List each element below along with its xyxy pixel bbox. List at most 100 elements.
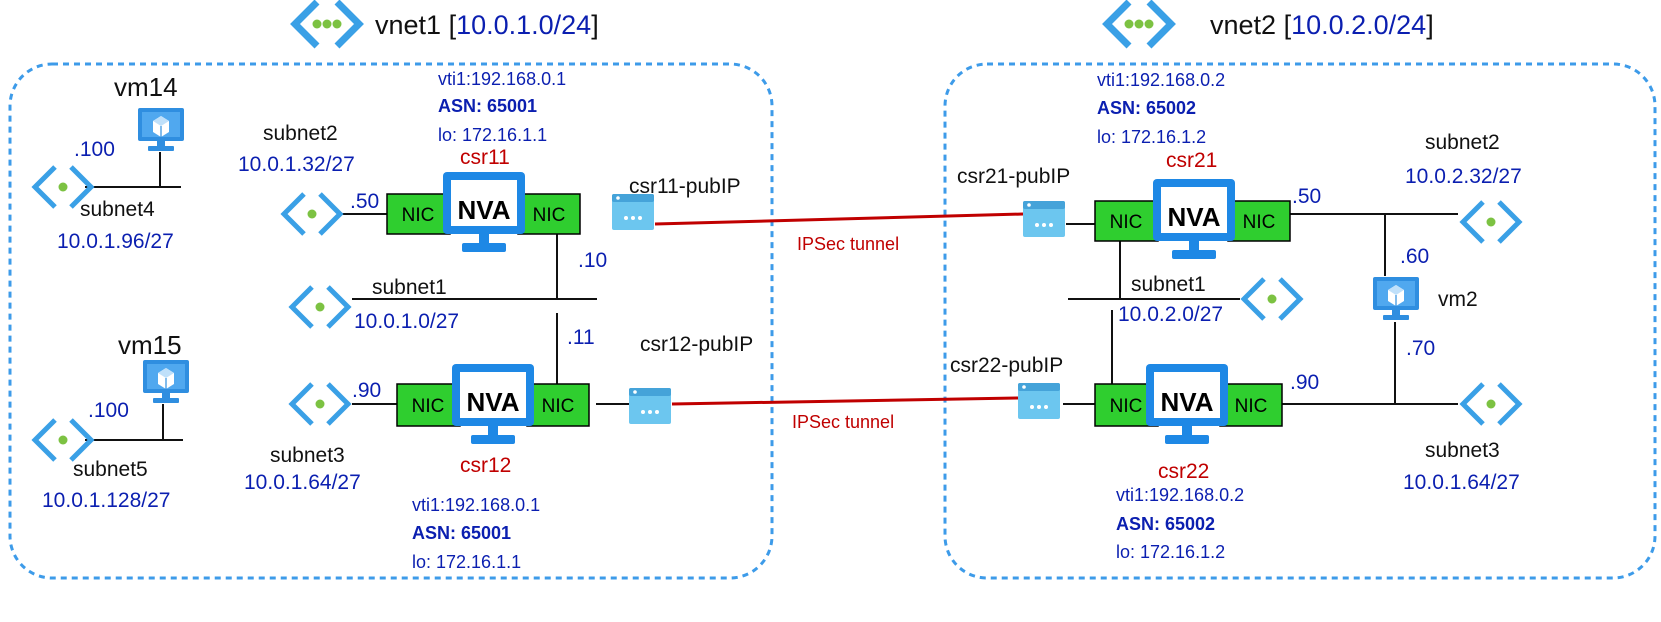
csr12-int-ip: .11: [567, 326, 595, 349]
csr11-name: csr11: [460, 146, 510, 169]
vnet1-prefix: 10.0.1.0/24: [456, 10, 591, 40]
csr12-loopback: lo: 172.16.1.1: [412, 552, 521, 572]
public-ip-icon: [629, 388, 671, 424]
csr12-pubip-label: csr12-pubIP: [640, 333, 753, 356]
v2-subnet2-prefix: 10.0.2.32/27: [1405, 165, 1522, 188]
csr21-asn: ASN: 65002: [1097, 98, 1196, 118]
public-ip-icon: [1018, 383, 1060, 419]
nic-label: NIC: [1110, 396, 1143, 417]
vm-icon: [137, 107, 185, 152]
vm-icon: [142, 359, 190, 404]
v1-subnet2-prefix: 10.0.1.32/27: [238, 153, 355, 176]
subnet-icon: [1463, 202, 1519, 242]
v2-subnet2-name: subnet2: [1425, 131, 1500, 154]
subnet5-name: subnet5: [73, 458, 148, 481]
csr22-loopback: lo: 172.16.1.2: [1116, 542, 1225, 562]
csr11-asn: ASN: 65001: [438, 96, 537, 116]
subnet-icon: [292, 287, 348, 327]
vm2-ip-2: .70: [1406, 337, 1435, 360]
nva-label: NVA: [1168, 202, 1221, 232]
svg-text:vnet1 [10.0.1.0/24]: vnet1 [10.0.1.0/24]: [375, 10, 599, 40]
csr21-vti: vti1:192.168.0.2: [1097, 70, 1225, 90]
subnet-icon: [1244, 279, 1300, 319]
nic-label: NIC: [412, 396, 445, 417]
csr11-vti: vti1:192.168.0.1: [438, 69, 566, 89]
subnet-icon: [35, 420, 91, 460]
vm14-name: vm14: [114, 72, 178, 102]
subnet4-prefix: 10.0.1.96/27: [57, 230, 174, 253]
nva-label: NVA: [458, 195, 511, 225]
ipsec-tunnel-2: [671, 396, 1019, 406]
vnet2-bracket-open: [: [1276, 10, 1292, 40]
csr22-asn: ASN: 65002: [1116, 514, 1215, 534]
nic-label: NIC: [402, 205, 435, 226]
csr22-ext-ip: .90: [1290, 371, 1319, 394]
csr22-appliance: NIC NIC NVA: [1094, 364, 1283, 444]
subnet-icon: [1463, 384, 1519, 424]
ipsec-tunnel-2-label: IPSec tunnel: [792, 412, 894, 432]
vnet1-boundary: [8, 62, 774, 580]
csr11-loopback: lo: 172.16.1.1: [438, 125, 547, 145]
csr21-pubip-label: csr21-pubIP: [957, 165, 1070, 188]
vm2-name: vm2: [1438, 288, 1478, 311]
csr12-vti: vti1:192.168.0.1: [412, 495, 540, 515]
csr11-ext-ip: .50: [350, 190, 379, 213]
csr21-name: csr21: [1166, 149, 1217, 172]
vnet2-name: vnet2: [1210, 10, 1276, 40]
csr12-appliance: NIC NIC NVA: [396, 364, 590, 444]
csr22-vti: vti1:192.168.0.2: [1116, 485, 1244, 505]
subnet5-prefix: 10.0.1.128/27: [42, 489, 170, 512]
v2-subnet1-prefix: 10.0.2.0/27: [1118, 303, 1223, 326]
vm15-name: vm15: [118, 330, 182, 360]
nic-label: NIC: [1235, 396, 1268, 417]
nic-label: NIC: [542, 396, 575, 417]
vnet1-bracket-close: ]: [591, 10, 599, 40]
ipsec-tunnel-1-label: IPSec tunnel: [797, 234, 899, 254]
csr22-pubip-label: csr22-pubIP: [950, 354, 1063, 377]
subnet4-name: subnet4: [80, 198, 155, 221]
v1-subnet2-name: subnet2: [263, 122, 338, 145]
csr11-appliance: NIC NIC NVA: [386, 172, 581, 252]
nva-label: NVA: [1161, 387, 1214, 417]
v1-subnet1-name: subnet1: [372, 276, 447, 299]
vnet-icon: [1107, 2, 1171, 46]
vm-icon: [1372, 276, 1420, 321]
csr21-appliance: NIC NIC NVA: [1094, 179, 1291, 259]
vm2-ip-1: .60: [1400, 245, 1429, 268]
csr21-ext-ip: .50: [1292, 185, 1321, 208]
vnet2-boundary: [943, 62, 1657, 580]
csr11-pubip-label: csr11-pubIP: [629, 175, 741, 198]
vnet2-prefix: 10.0.2.0/24: [1291, 10, 1426, 40]
vnet1-bracket-open: [: [441, 10, 457, 40]
csr12-ext-ip: .90: [352, 379, 381, 402]
subnet-icon: [292, 384, 348, 424]
vnet-icon: [295, 2, 359, 46]
public-ip-icon: [612, 194, 654, 230]
v1-subnet1-prefix: 10.0.1.0/27: [354, 310, 459, 333]
svg-text:vnet2 [10.0.2.0/24]: vnet2 [10.0.2.0/24]: [1210, 10, 1434, 40]
v2-subnet3-name: subnet3: [1425, 439, 1500, 462]
v2-subnet3-prefix: 10.0.1.64/27: [1403, 471, 1520, 494]
vm15-ip: .100: [88, 399, 129, 422]
nic-label: NIC: [533, 205, 566, 226]
v2-subnet1-name: subnet1: [1131, 273, 1206, 296]
ipsec-tunnel-1: [654, 212, 1024, 226]
v1-subnet3-prefix: 10.0.1.64/27: [244, 471, 361, 494]
vnet1-wires: [85, 152, 630, 441]
vm14-ip: .100: [74, 138, 115, 161]
csr21-loopback: lo: 172.16.1.2: [1097, 127, 1206, 147]
csr12-asn: ASN: 65001: [412, 523, 511, 543]
public-ip-icon: [1023, 201, 1065, 237]
csr12-name: csr12: [460, 454, 511, 477]
nic-label: NIC: [1243, 212, 1276, 233]
vnet2-bracket-close: ]: [1426, 10, 1434, 40]
csr22-name: csr22: [1158, 460, 1209, 483]
v1-subnet3-name: subnet3: [270, 444, 345, 467]
csr11-int-ip: .10: [578, 249, 607, 272]
vnet1-name: vnet1: [375, 10, 441, 40]
nva-label: NVA: [467, 387, 520, 417]
nic-label: NIC: [1110, 212, 1143, 233]
subnet-icon: [284, 194, 340, 234]
vnet2-wires: [1063, 213, 1458, 405]
